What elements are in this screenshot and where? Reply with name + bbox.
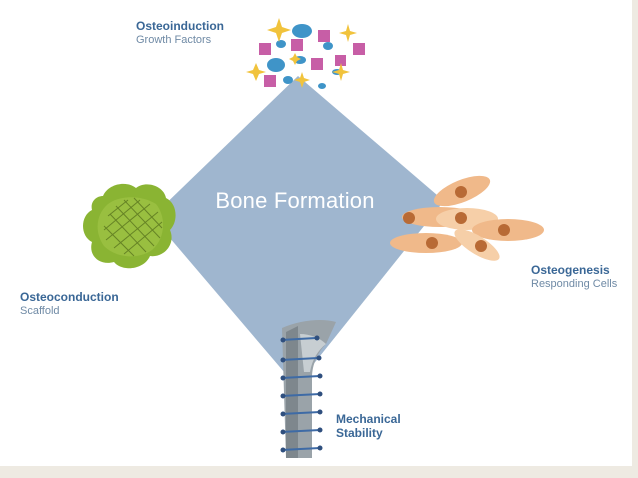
growth-factors-icon (246, 18, 365, 89)
mechanical-stability-label: Mechanical Stability (336, 412, 401, 441)
scaffold-icon (83, 183, 176, 269)
bone-formation-diamond (152, 76, 444, 386)
osteoconduction-title: Osteoconduction (20, 290, 119, 304)
osteoinduction-label: Osteoinduction Growth Factors (136, 19, 224, 46)
mechanical-title-line1: Mechanical (336, 412, 401, 426)
mechanical-title-line2: Stability (336, 425, 383, 440)
center-title: Bone Formation (215, 188, 375, 213)
osteoinduction-subtitle: Growth Factors (136, 33, 212, 46)
responding-cells-icon (390, 175, 544, 261)
osteoconduction-label: Osteoconduction Scaffold (20, 290, 119, 317)
implant-icon (280, 320, 336, 458)
osteogenesis-label: Osteogenesis Responding Cells (531, 263, 618, 290)
osteoinduction-title: Osteoinduction (136, 19, 224, 33)
osteoconduction-subtitle: Scaffold (20, 304, 60, 317)
right-band (632, 0, 638, 478)
bottom-band (0, 466, 638, 478)
osteogenesis-subtitle: Responding Cells (531, 277, 618, 290)
osteogenesis-title: Osteogenesis (531, 263, 610, 277)
